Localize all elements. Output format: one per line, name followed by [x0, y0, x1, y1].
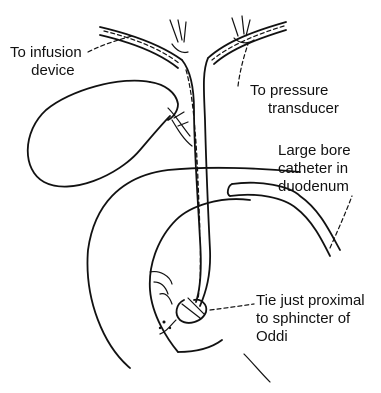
duodenum [87, 168, 300, 382]
common-bile-duct [182, 58, 210, 306]
sphincter-tie [159, 298, 207, 334]
right-hepatic-duct [208, 16, 286, 64]
label-duodenal-catheter: Large bore catheter in duodenum [278, 142, 351, 196]
label-pressure-transducer: To pressure transducer [250, 82, 339, 118]
leader-pressure [238, 44, 248, 86]
label-infusion-device: To infusion device [10, 44, 82, 80]
leader-tie [210, 304, 254, 310]
label-sphincter-tie: Tie just proximal to sphincter of Oddi [256, 292, 365, 346]
